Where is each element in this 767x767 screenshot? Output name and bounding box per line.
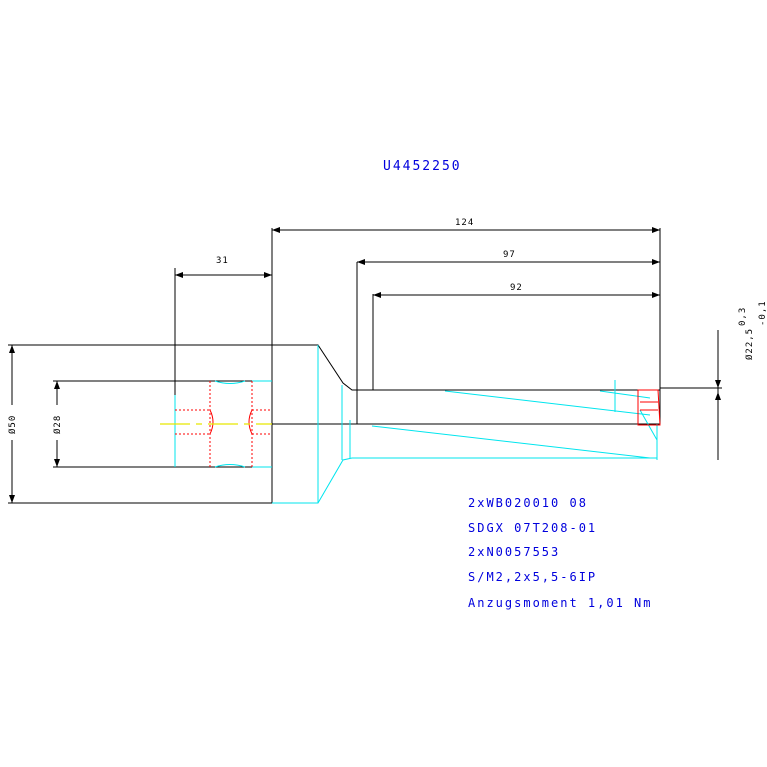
dim-124: 124 bbox=[455, 218, 474, 228]
notes: 2xWB020010 08 SDGX 07T208-01 2xN0057553 … bbox=[468, 496, 653, 610]
note-line: SDGX 07T208-01 bbox=[468, 521, 597, 535]
dimension-lines bbox=[9, 227, 721, 503]
note-line: Anzugsmoment 1,01 Nm bbox=[468, 596, 653, 610]
insert-pocket bbox=[175, 381, 661, 467]
hidden-lines bbox=[174, 345, 658, 504]
dim-97: 97 bbox=[503, 250, 516, 260]
dim-31: 31 bbox=[216, 256, 229, 266]
part-number: U4452250 bbox=[383, 159, 462, 174]
note-line: 2xN0057553 bbox=[468, 545, 560, 559]
tolerance-upper: 0,3 bbox=[738, 307, 748, 326]
dim-diameter-22-5: Ø22,5 bbox=[744, 328, 755, 360]
note-line: 2xWB020010 08 bbox=[468, 496, 588, 510]
note-line: S/M2,2x5,5-6IP bbox=[468, 570, 597, 584]
dim-diameter-28: Ø28 bbox=[52, 415, 63, 434]
tolerance-lower: -0,1 bbox=[758, 300, 767, 326]
tool-outline bbox=[8, 228, 722, 504]
dim-92: 92 bbox=[510, 283, 523, 293]
dim-diameter-50: Ø50 bbox=[7, 415, 18, 434]
